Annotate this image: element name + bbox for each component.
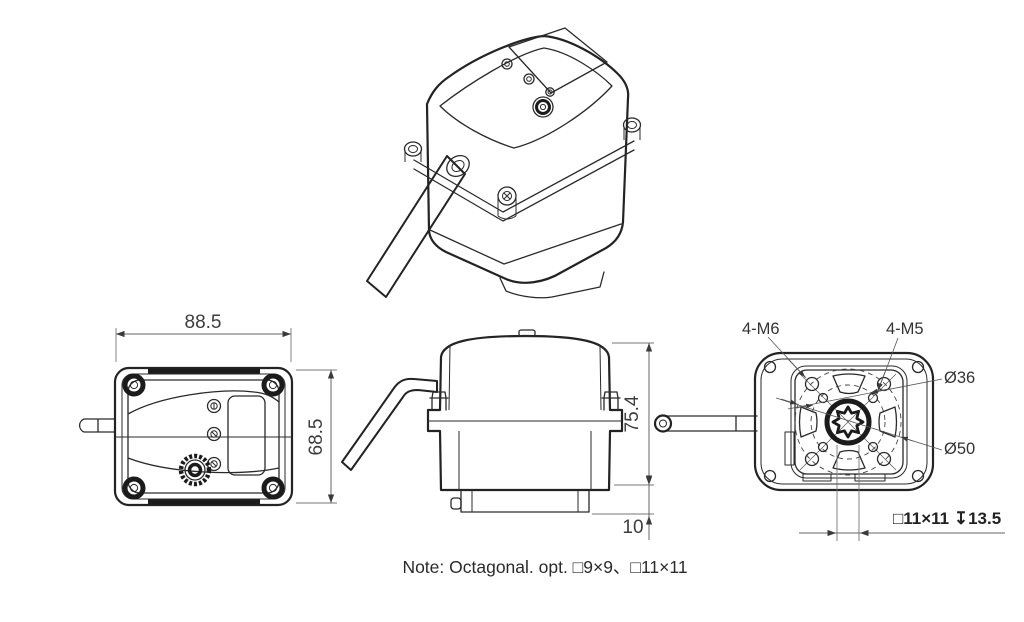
iso-base-step (499, 271, 605, 299)
label-4-m5: 4-M5 (877, 320, 924, 392)
bottom-plate-outer (790, 365, 908, 479)
octagonal-socket (824, 398, 872, 446)
front-corner-screws (122, 373, 285, 500)
front-gasket-bars (148, 368, 260, 505)
iso-cable (366, 155, 466, 298)
front-height-label: 68.5 (306, 419, 327, 456)
front-top-curve (127, 390, 280, 415)
dim-front-height: 68.5 (296, 369, 337, 504)
label-d36: Ø36 (787, 369, 975, 410)
side-base-label: 10 (622, 517, 643, 538)
bottom-inner-edge (760, 358, 928, 485)
bottom-corner-holes (763, 360, 925, 483)
bottom-tabs (784, 431, 886, 482)
front-width-label: 88.5 (185, 312, 222, 333)
bottom-diagonals (799, 373, 897, 471)
label-d50: Ø50 (775, 397, 975, 458)
bottom-view: 4-M6 4-M5 Ø36 Ø50 □11×11 ↧13.5 (653, 320, 1005, 541)
m6-label: 4-M6 (742, 320, 780, 338)
side-top-nub (518, 329, 536, 337)
dim-side-height: 75.4 (612, 342, 654, 486)
side-upper-edges (448, 345, 602, 411)
side-view: 75.4 10 (341, 329, 654, 540)
socket-dim-label: □11×11 ↧13.5 (893, 509, 1001, 528)
iso-top-face (439, 47, 613, 149)
dim-side-base: 10 (592, 474, 654, 540)
note-text: Note: Octagonal. opt. □9×9、□11×11 (402, 557, 687, 577)
side-body-outline (426, 334, 624, 492)
front-screws (206, 398, 222, 472)
d36-label: Ø36 (944, 369, 975, 387)
bottom-cutouts (798, 373, 898, 471)
iso-cable-gland (446, 154, 470, 178)
label-4-m6: 4-M6 (742, 320, 807, 379)
iso-body-outline (425, 34, 630, 284)
iso-flange-band (413, 140, 635, 222)
iso-bolt-bosses (403, 117, 642, 220)
bolt-circle-50 (794, 368, 902, 476)
dim-front-width: 88.5 (115, 312, 292, 362)
bottom-shaft (653, 414, 758, 433)
side-height-label: 75.4 (622, 395, 643, 432)
iso-connector (532, 96, 554, 118)
front-knob (178, 453, 212, 487)
front-view: 88.5 68.5 (78, 312, 337, 507)
bolt-circle-36 (810, 384, 886, 460)
side-cable (341, 377, 438, 471)
side-bottom-flange (450, 489, 590, 513)
side-lower-edges (458, 431, 592, 490)
dim-socket-square: □11×11 ↧13.5 (799, 445, 1005, 541)
bottom-outer-body (753, 351, 935, 492)
m5-label: 4-M5 (886, 320, 924, 338)
front-cable-stub (78, 418, 116, 433)
isometric-view (366, 27, 642, 299)
iso-top-screws (501, 58, 555, 97)
iso-bottom-seam (429, 223, 622, 265)
d50-label: Ø50 (944, 440, 975, 458)
iso-top-plate (508, 27, 608, 94)
side-tab-bolts (429, 391, 621, 411)
front-panel (227, 395, 266, 476)
